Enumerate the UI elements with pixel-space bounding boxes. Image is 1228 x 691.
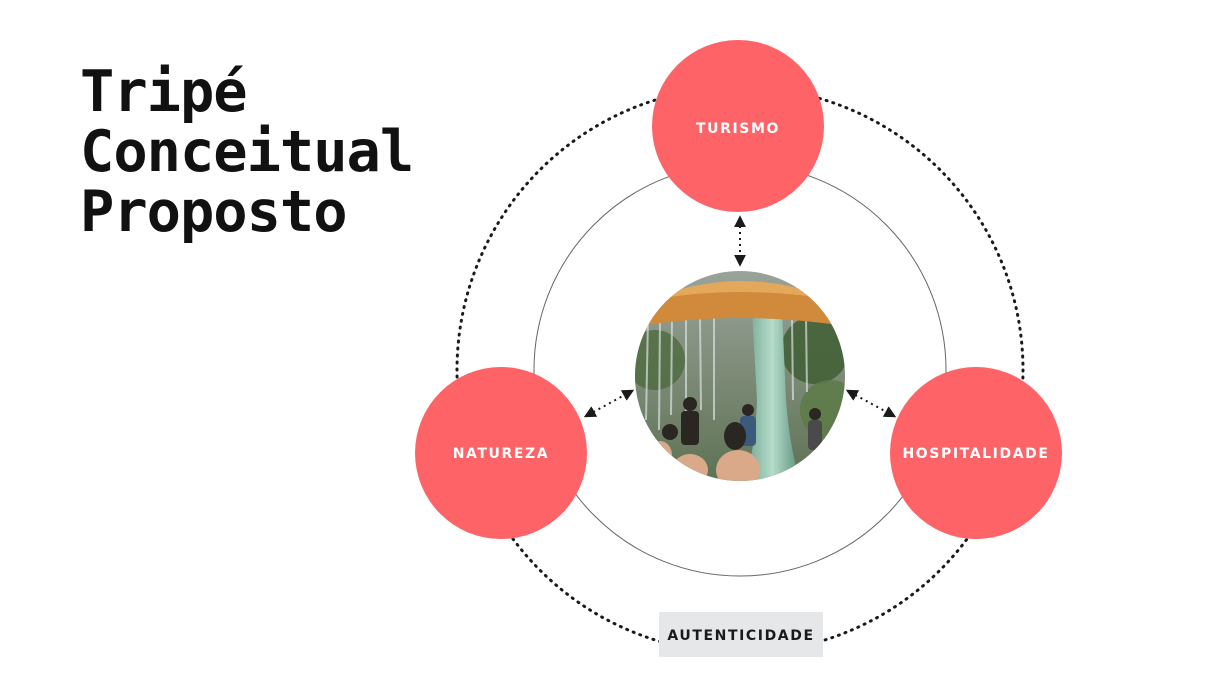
title-line-3: Proposto: [80, 179, 348, 245]
node-hospitalidade-label: HOSPITALIDADE: [902, 446, 1049, 462]
title-line-1: Tripé: [80, 59, 248, 125]
page-title: Tripé Conceitual Proposto: [80, 59, 414, 245]
node-turismo: TURISMO: [652, 40, 824, 212]
node-turismo-label: TURISMO: [696, 121, 780, 137]
node-natureza: NATUREZA: [415, 367, 587, 539]
autenticidade-tag: AUTENTICIDADE: [659, 612, 823, 657]
center-photo: [635, 271, 845, 481]
outer-dotted-ring: [455, 85, 1025, 655]
node-hospitalidade: HOSPITALIDADE: [890, 367, 1062, 539]
autenticidade-label: AUTENTICIDADE: [667, 628, 814, 644]
node-natureza-label: NATUREZA: [453, 446, 550, 462]
arrow-right-center: [845, 389, 897, 418]
arrow-left-center: [583, 389, 635, 418]
title-line-2: Conceitual: [80, 119, 414, 185]
